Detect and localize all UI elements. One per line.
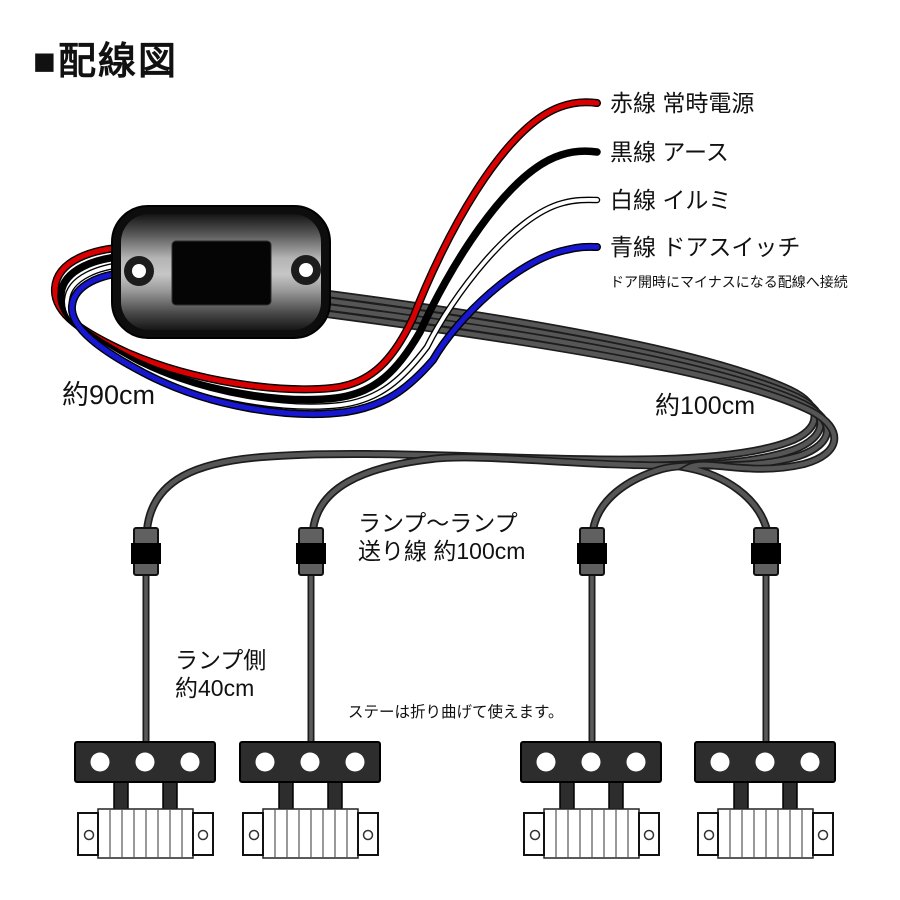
blue-wire — [67, 242, 601, 418]
lamp-connectors — [131, 527, 781, 748]
red-wire — [50, 98, 601, 394]
lamp-unit-3 — [520, 741, 662, 859]
stay-hole — [135, 752, 155, 772]
stay-note: ステーは折り曲げて使えます。 — [348, 703, 563, 721]
feed-line-label-1: ランプ〜ランプ — [358, 510, 518, 536]
stay-hole — [180, 752, 200, 772]
trunk-cable-1 — [143, 289, 819, 534]
white-wire — [63, 196, 601, 410]
blue-wire-note: ドア開時にマイナスになる配線へ接続 — [610, 274, 848, 290]
control-unit — [111, 205, 331, 339]
control-unit-window — [171, 240, 272, 306]
connector-1 — [131, 527, 161, 748]
page-title: ■配線図 — [33, 41, 178, 83]
lamp-unit-1 — [74, 741, 216, 859]
trunk-cables — [143, 289, 839, 534]
trunk-cable-4 — [323, 310, 839, 534]
lamp-unit-2 — [239, 741, 381, 859]
black-wire-label: 黒線 アース — [610, 139, 729, 165]
trunk-cable-2 — [309, 296, 825, 534]
black-wire — [57, 147, 601, 404]
mount-hole — [132, 264, 146, 278]
mount-hole — [299, 263, 313, 277]
connector-2 — [296, 527, 326, 748]
led-bar-hole — [83, 829, 95, 841]
connector-4 — [751, 527, 781, 748]
led-bar-hole — [197, 829, 209, 841]
trunk-length-label: 約100cm — [655, 392, 755, 420]
lamp-side-label-1: ランプ側 — [175, 647, 266, 673]
harness-length-label: 約90cm — [62, 380, 155, 410]
feed-line-label-2: 送り線 約100cm — [358, 538, 525, 564]
lamp-side-label-2: 約40cm — [175, 675, 254, 701]
stay-hole — [90, 752, 110, 772]
lamp-unit-4 — [694, 741, 836, 859]
white-wire-label: 白線 イルミ — [610, 187, 731, 213]
blue-wire-label: 青線 ドアスイッチ — [610, 234, 800, 260]
lamp-units — [74, 741, 836, 859]
led-bar — [77, 808, 214, 859]
input-wires — [50, 98, 601, 418]
trunk-cable-3 — [321, 303, 831, 534]
connector-3 — [577, 527, 607, 748]
red-wire-label: 赤線 常時電源 — [610, 90, 754, 116]
